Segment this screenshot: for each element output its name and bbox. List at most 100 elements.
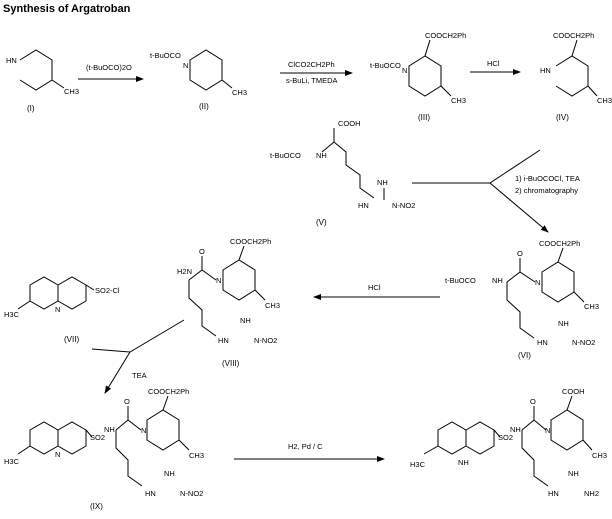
side-chain-bonds: [115, 430, 143, 487]
atom-methyl: H3C: [4, 310, 20, 319]
ring-bonds: [408, 55, 442, 97]
atom-ester: COOCH2Ph: [230, 237, 271, 246]
atom-n: N: [55, 450, 60, 459]
atom-guan-hn: HN: [358, 201, 369, 210]
atom-n: N: [535, 278, 540, 287]
atom-ester: COOCH2Ph: [553, 31, 594, 40]
reagent-step6: TEA: [132, 371, 147, 380]
amide-bonds: [521, 419, 547, 431]
sulfonyl-bond: [85, 429, 93, 438]
atom-guan-hn: HN: [537, 338, 548, 347]
atom-nh: NH: [316, 151, 327, 160]
atom-n: N: [216, 276, 221, 285]
compound-label: (IX): [90, 502, 103, 511]
compound-label: (VI): [518, 351, 531, 360]
ester-bond: [424, 39, 431, 57]
compound-label: (V): [316, 218, 327, 227]
reagent-step4b: 2) chromatography: [515, 186, 578, 195]
reagent-step1: (t-BuOCO)2O: [86, 63, 132, 72]
reaction-arrow-6: [104, 351, 131, 394]
reagent-step3: HCl: [487, 59, 500, 68]
atom-so2cl: SO2-Cl: [95, 286, 120, 295]
methyl-bond: [51, 79, 65, 89]
atom-nh: HN: [6, 56, 17, 65]
piperidine-ring: [146, 409, 180, 451]
reaction-arrow-4: [489, 182, 549, 233]
methyl-bond: [573, 291, 585, 303]
ester-bond: [162, 395, 169, 411]
compound-VII: SO2-Cl H3C N (VII): [4, 276, 120, 344]
atom-nno2: N-NO2: [572, 338, 595, 347]
atom-boc: t-BuOCO: [270, 151, 301, 160]
atom-ester: COOCH2Ph: [148, 387, 189, 396]
benzene-ring: [465, 421, 495, 455]
compound-label: (III): [418, 113, 430, 122]
atom-nh: NH: [458, 458, 469, 467]
methyl-bond: [423, 445, 439, 455]
methyl-bond: [17, 445, 31, 455]
compound-I: HN CH3 (I): [6, 49, 79, 113]
atom-guan-nh: NH: [240, 316, 251, 325]
compound-label: (VII): [64, 335, 79, 344]
amide-bonds: [506, 271, 536, 283]
methyl-bond: [17, 300, 31, 310]
atom-boc: t-BuOCO: [150, 51, 181, 60]
atom-guan-hn: HN: [548, 489, 559, 498]
atom-methyl: CH3: [584, 302, 599, 311]
atom-o: O: [517, 249, 523, 258]
ring-bonds: [19, 49, 53, 91]
methyl-bond: [221, 79, 233, 89]
atom-methyl: CH3: [64, 87, 79, 96]
atom-o: O: [530, 397, 536, 406]
atom-guan-nh: NH: [377, 178, 388, 187]
methyl-bond: [440, 85, 452, 97]
atom-guan-nh: NH: [164, 469, 175, 478]
benzene-ring: [57, 276, 87, 310]
compound-label: (VIII): [222, 359, 240, 368]
atom-methyl: CH3: [597, 96, 612, 105]
atom-methyl: CH3: [451, 96, 466, 105]
reagent-step4a: 1) i-BuOCOCl, TEA: [515, 174, 580, 183]
atom-guan-nh: NH: [558, 319, 569, 328]
atom-ester: COOCH2Ph: [425, 31, 466, 40]
amide-bonds: [188, 269, 217, 281]
compound-label: (II): [199, 102, 209, 111]
chain-bonds: [321, 141, 375, 199]
compound-II: t-BuOCO N CH3 (II): [150, 49, 247, 111]
atom-methyl: H3C: [410, 460, 426, 469]
compound-IV: COOCH2Ph HN CH3 (IV): [540, 31, 612, 122]
methyl-bond: [254, 289, 266, 301]
atom-boc: t-BuOCO: [370, 61, 401, 70]
ring-bonds: [222, 259, 256, 301]
compound-label: (IV): [556, 113, 569, 122]
atom-cooh: COOH: [338, 119, 361, 128]
atom-methyl2: CH3: [592, 451, 607, 460]
compound-V: COOH t-BuOCO NH NH HN N-NO2 (V): [270, 119, 415, 227]
reagent-step5: HCl: [368, 283, 381, 292]
piperidine-ring: [550, 409, 584, 451]
atom-h2n: H2N: [177, 267, 192, 276]
compound-label: (I): [27, 104, 35, 113]
atom-methyl: CH3: [265, 301, 280, 310]
atom-nh2b: NH2: [584, 489, 599, 498]
compound-III: COOCH2Ph t-BuOCO N CH3 (III): [370, 31, 466, 122]
atom-methyl: CH3: [232, 88, 247, 97]
compound-VIII: COOCH2Ph H2N O N CH3 NH HN N-NO2 (VIII): [177, 237, 280, 368]
methyl2-bond: [178, 439, 190, 451]
side-chain-bonds: [521, 430, 549, 487]
atom-n2: N: [141, 426, 146, 435]
scheme-title: Synthesis of Argatroban: [3, 3, 131, 15]
ring-bonds: [555, 55, 589, 97]
compound-VI: COOCH2Ph t-BuOCO NH O N CH3 NH HN N-NO2 …: [445, 239, 599, 360]
atom-cooh: COOH: [562, 387, 585, 396]
reagent-step2a: ClCO2CH2Ph: [288, 60, 335, 69]
side-chain-bonds: [506, 282, 535, 339]
atom-so2: SO2: [498, 433, 513, 442]
atom-nh: NH: [104, 425, 115, 434]
atom-n: N: [183, 61, 188, 70]
atom-guan-hn: HN: [218, 336, 229, 345]
reagent-step2b: s-BuLi, TMEDA: [286, 76, 338, 85]
atom-boc: t-BuOCO: [445, 276, 476, 285]
